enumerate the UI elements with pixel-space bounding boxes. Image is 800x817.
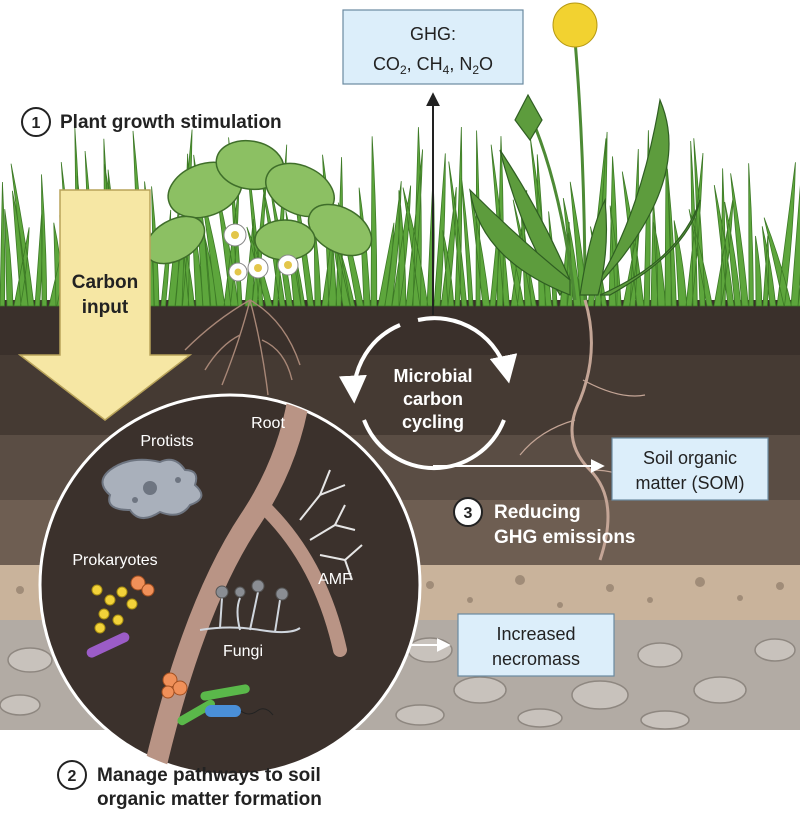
- som-box: [611, 437, 769, 501]
- step-2-number: 2: [68, 768, 77, 785]
- necromass-box: [457, 613, 615, 677]
- cycle-label-3: cycling: [402, 412, 464, 432]
- step-1-number: 1: [32, 115, 41, 132]
- step-3-badge: [453, 497, 483, 527]
- som-label-2: matter (SOM): [635, 473, 744, 493]
- carbon-input-arrow: Carbon input: [17, 189, 193, 421]
- prokaryote-cluster: [91, 584, 138, 634]
- cycle-label-1: Microbial: [393, 366, 472, 386]
- ghg-box: [342, 9, 524, 85]
- amf-network: [299, 469, 363, 581]
- strawberry-plant: [144, 139, 373, 396]
- necromass-label-2: necromass: [492, 649, 580, 669]
- inset-protists-label: Protists: [140, 433, 193, 450]
- ghg-gases: CO2, CH4, N2O: [373, 54, 493, 77]
- inset-fungi-label: Fungi: [223, 643, 263, 660]
- sand-pebbles: [16, 575, 784, 608]
- ghg-emission: GHG: CO2, CH4, N2O: [342, 9, 524, 315]
- step-3-text-1: Reducing: [494, 502, 581, 523]
- step-2-text-2: organic matter formation: [97, 789, 322, 810]
- microbial-cycle: Microbial carbon cycling: [338, 316, 605, 473]
- rod-bacterium: [86, 632, 130, 658]
- step-1-text: Plant growth stimulation: [60, 112, 282, 133]
- step-3: 3 Reducing GHG emissions: [453, 497, 636, 548]
- step-2-badge: [57, 760, 87, 790]
- microbe-inset: Root Protists Prokaryotes AMF Fungi: [38, 393, 422, 777]
- step-3-number: 3: [464, 505, 473, 522]
- inset-root-branch: [255, 498, 347, 657]
- step-2: 2 Manage pathways to soil organic matter…: [57, 760, 322, 810]
- necromass-group: Increased necromass: [398, 613, 615, 677]
- gas-ch4: CH: [417, 54, 443, 74]
- gas-n2o: N: [459, 54, 472, 74]
- ghg-title: GHG:: [410, 24, 456, 44]
- som-label-1: Soil organic: [643, 448, 737, 468]
- carbon-input-label-2: input: [82, 297, 129, 318]
- som-box-group: Soil organic matter (SOM): [611, 437, 769, 501]
- step-1: 1 Plant growth stimulation: [21, 107, 282, 137]
- step-2-text-1: Manage pathways to soil: [97, 765, 321, 786]
- inset-prokaryotes-label: Prokaryotes: [72, 552, 157, 569]
- step-1-badge: [21, 107, 51, 137]
- gas-co2: CO: [373, 54, 400, 74]
- gravel-stones: [0, 637, 796, 730]
- step-3-text-2: GHG emissions: [494, 527, 636, 548]
- necromass-label-1: Increased: [496, 624, 575, 644]
- cycle-label-2: carbon: [403, 389, 463, 409]
- carbon-input-label-1: Carbon: [72, 272, 139, 293]
- fungi-hyphae: [199, 591, 301, 634]
- inset-root-label: Root: [251, 415, 285, 432]
- inset-amf-label: AMF: [318, 571, 352, 588]
- inset-root: [139, 395, 311, 775]
